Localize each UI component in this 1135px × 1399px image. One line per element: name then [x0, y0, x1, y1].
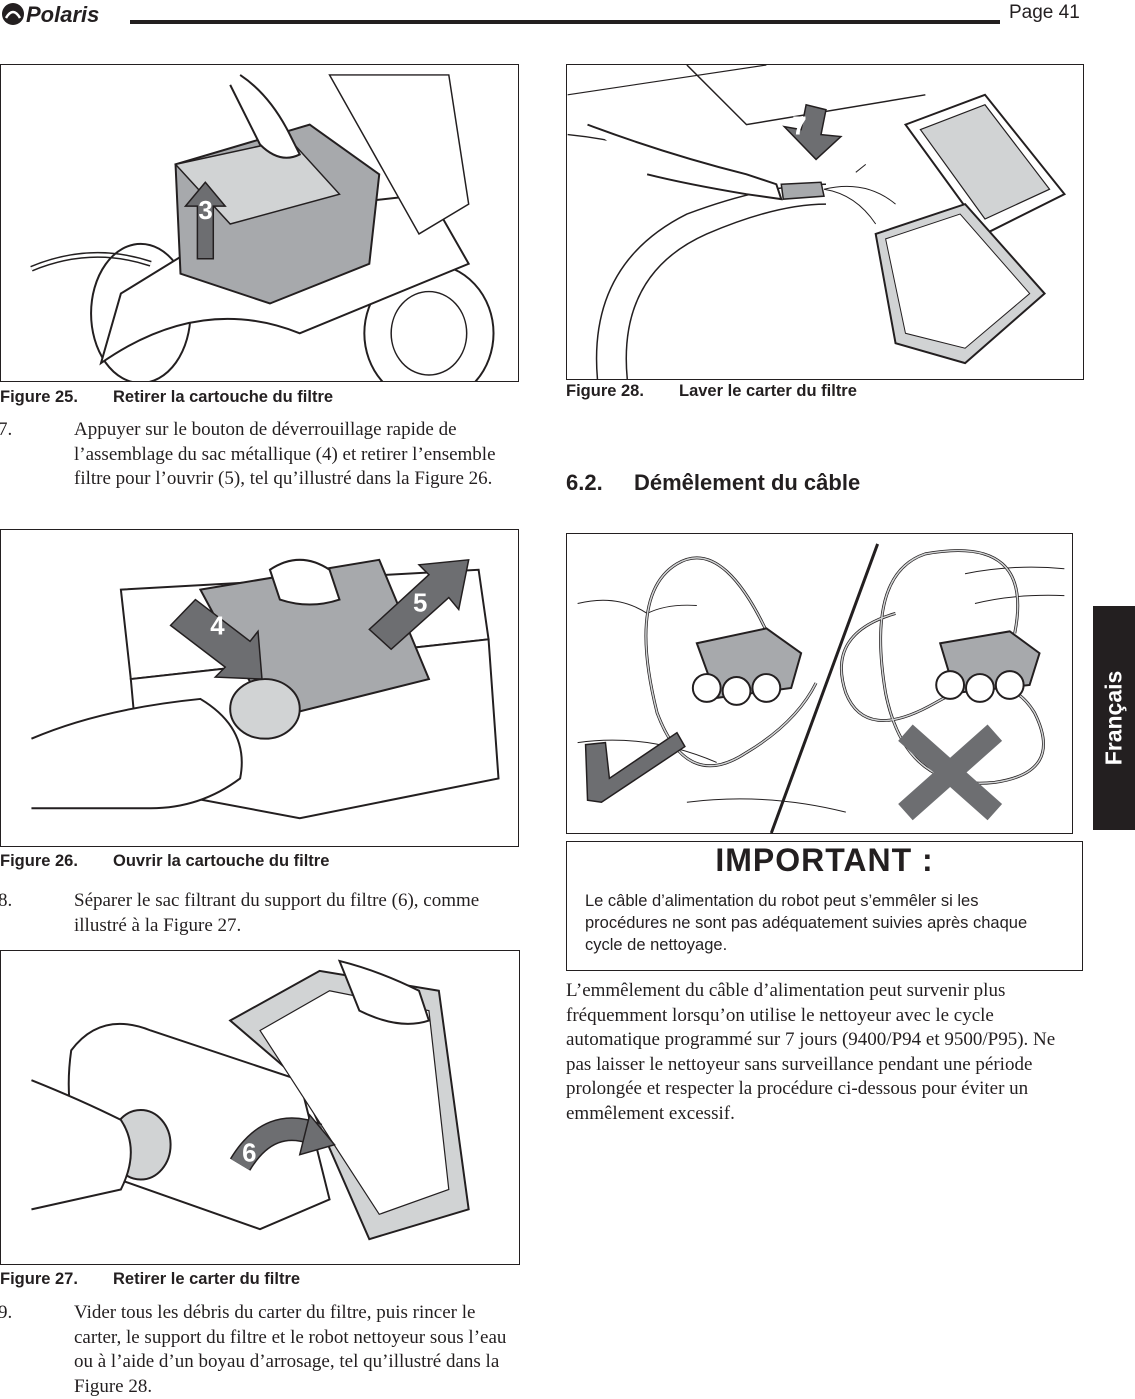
- step-7-text: Appuyer sur le bouton de déverrouillage …: [74, 419, 496, 489]
- step-7-number: 7.: [0, 419, 13, 440]
- important-text: Le câble d’alimentation du robot peut s’…: [585, 892, 1028, 954]
- header-rule: [130, 20, 1000, 24]
- logo-wordmark: Polaris: [26, 2, 99, 27]
- step-7: 7. Appuyer sur le bouton de déverrouilla…: [0, 418, 525, 518]
- body-paragraph: L’emmêlement du câble d’alimentation peu…: [566, 980, 1056, 1124]
- step-8-text: Séparer le sac filtrant du support du fi…: [74, 890, 480, 936]
- language-tab: Français: [1093, 606, 1135, 830]
- figure-28-caption: Figure 28. Laver le carter du filtre: [566, 382, 857, 401]
- figure-28-illustration: 7: [566, 64, 1084, 380]
- callout-6: 6: [242, 1140, 256, 1168]
- cross-mark-icon: [898, 724, 1003, 821]
- figure-25-caption: Figure 25. Retirer la cartouche du filtr…: [0, 388, 333, 407]
- language-tab-label: Français: [1100, 670, 1127, 766]
- figure-26-number: Figure 26.: [0, 852, 78, 870]
- figure-26-illustration: 4 5: [0, 529, 519, 847]
- callout-3: 3: [198, 197, 212, 225]
- step-9-text: Vider tous les débris du carter du filtr…: [74, 1302, 507, 1397]
- step-8-number: 8.: [0, 890, 13, 911]
- figure-27-title: Retirer le carter du filtre: [113, 1270, 301, 1288]
- section-title: Démêlement du câble: [634, 470, 861, 495]
- callout-7: 7: [792, 113, 806, 141]
- figure-25-illustration: 3: [0, 64, 519, 382]
- section-heading: 6.2. Démêlement du câble: [566, 470, 860, 496]
- section-number: 6.2.: [566, 470, 603, 495]
- figure-26-title: Ouvrir la cartouche du filtre: [113, 852, 330, 870]
- figure-25-number: Figure 25.: [0, 388, 78, 406]
- page-number: Page 41: [1009, 2, 1080, 23]
- figure-28-title: Laver le carter du filtre: [679, 382, 857, 400]
- figure-27-caption: Figure 27. Retirer le carter du filtre: [0, 1270, 300, 1289]
- step-9: 9. Vider tous les débris du carter du fi…: [0, 1301, 525, 1398]
- figure-28-number: Figure 28.: [566, 382, 644, 400]
- step-9-number: 9.: [0, 1302, 13, 1323]
- callout-5: 5: [413, 589, 427, 617]
- important-title: IMPORTANT :: [715, 842, 934, 878]
- figure-25-title: Retirer la cartouche du filtre: [113, 388, 334, 406]
- polaris-logo: Polaris: [0, 0, 124, 28]
- important-notice: IMPORTANT : Le câble d’alimentation du r…: [566, 841, 1083, 971]
- figure-26-caption: Figure 26. Ouvrir la cartouche du filtre: [0, 852, 329, 871]
- step-8: 8. Séparer le sac filtrant du support du…: [0, 889, 525, 941]
- figure-27-number: Figure 27.: [0, 1270, 78, 1288]
- callout-4: 4: [210, 612, 225, 640]
- cable-tangle-illustration: [566, 533, 1073, 834]
- check-mark-icon: [584, 731, 686, 803]
- figure-27-illustration: 6: [0, 950, 520, 1265]
